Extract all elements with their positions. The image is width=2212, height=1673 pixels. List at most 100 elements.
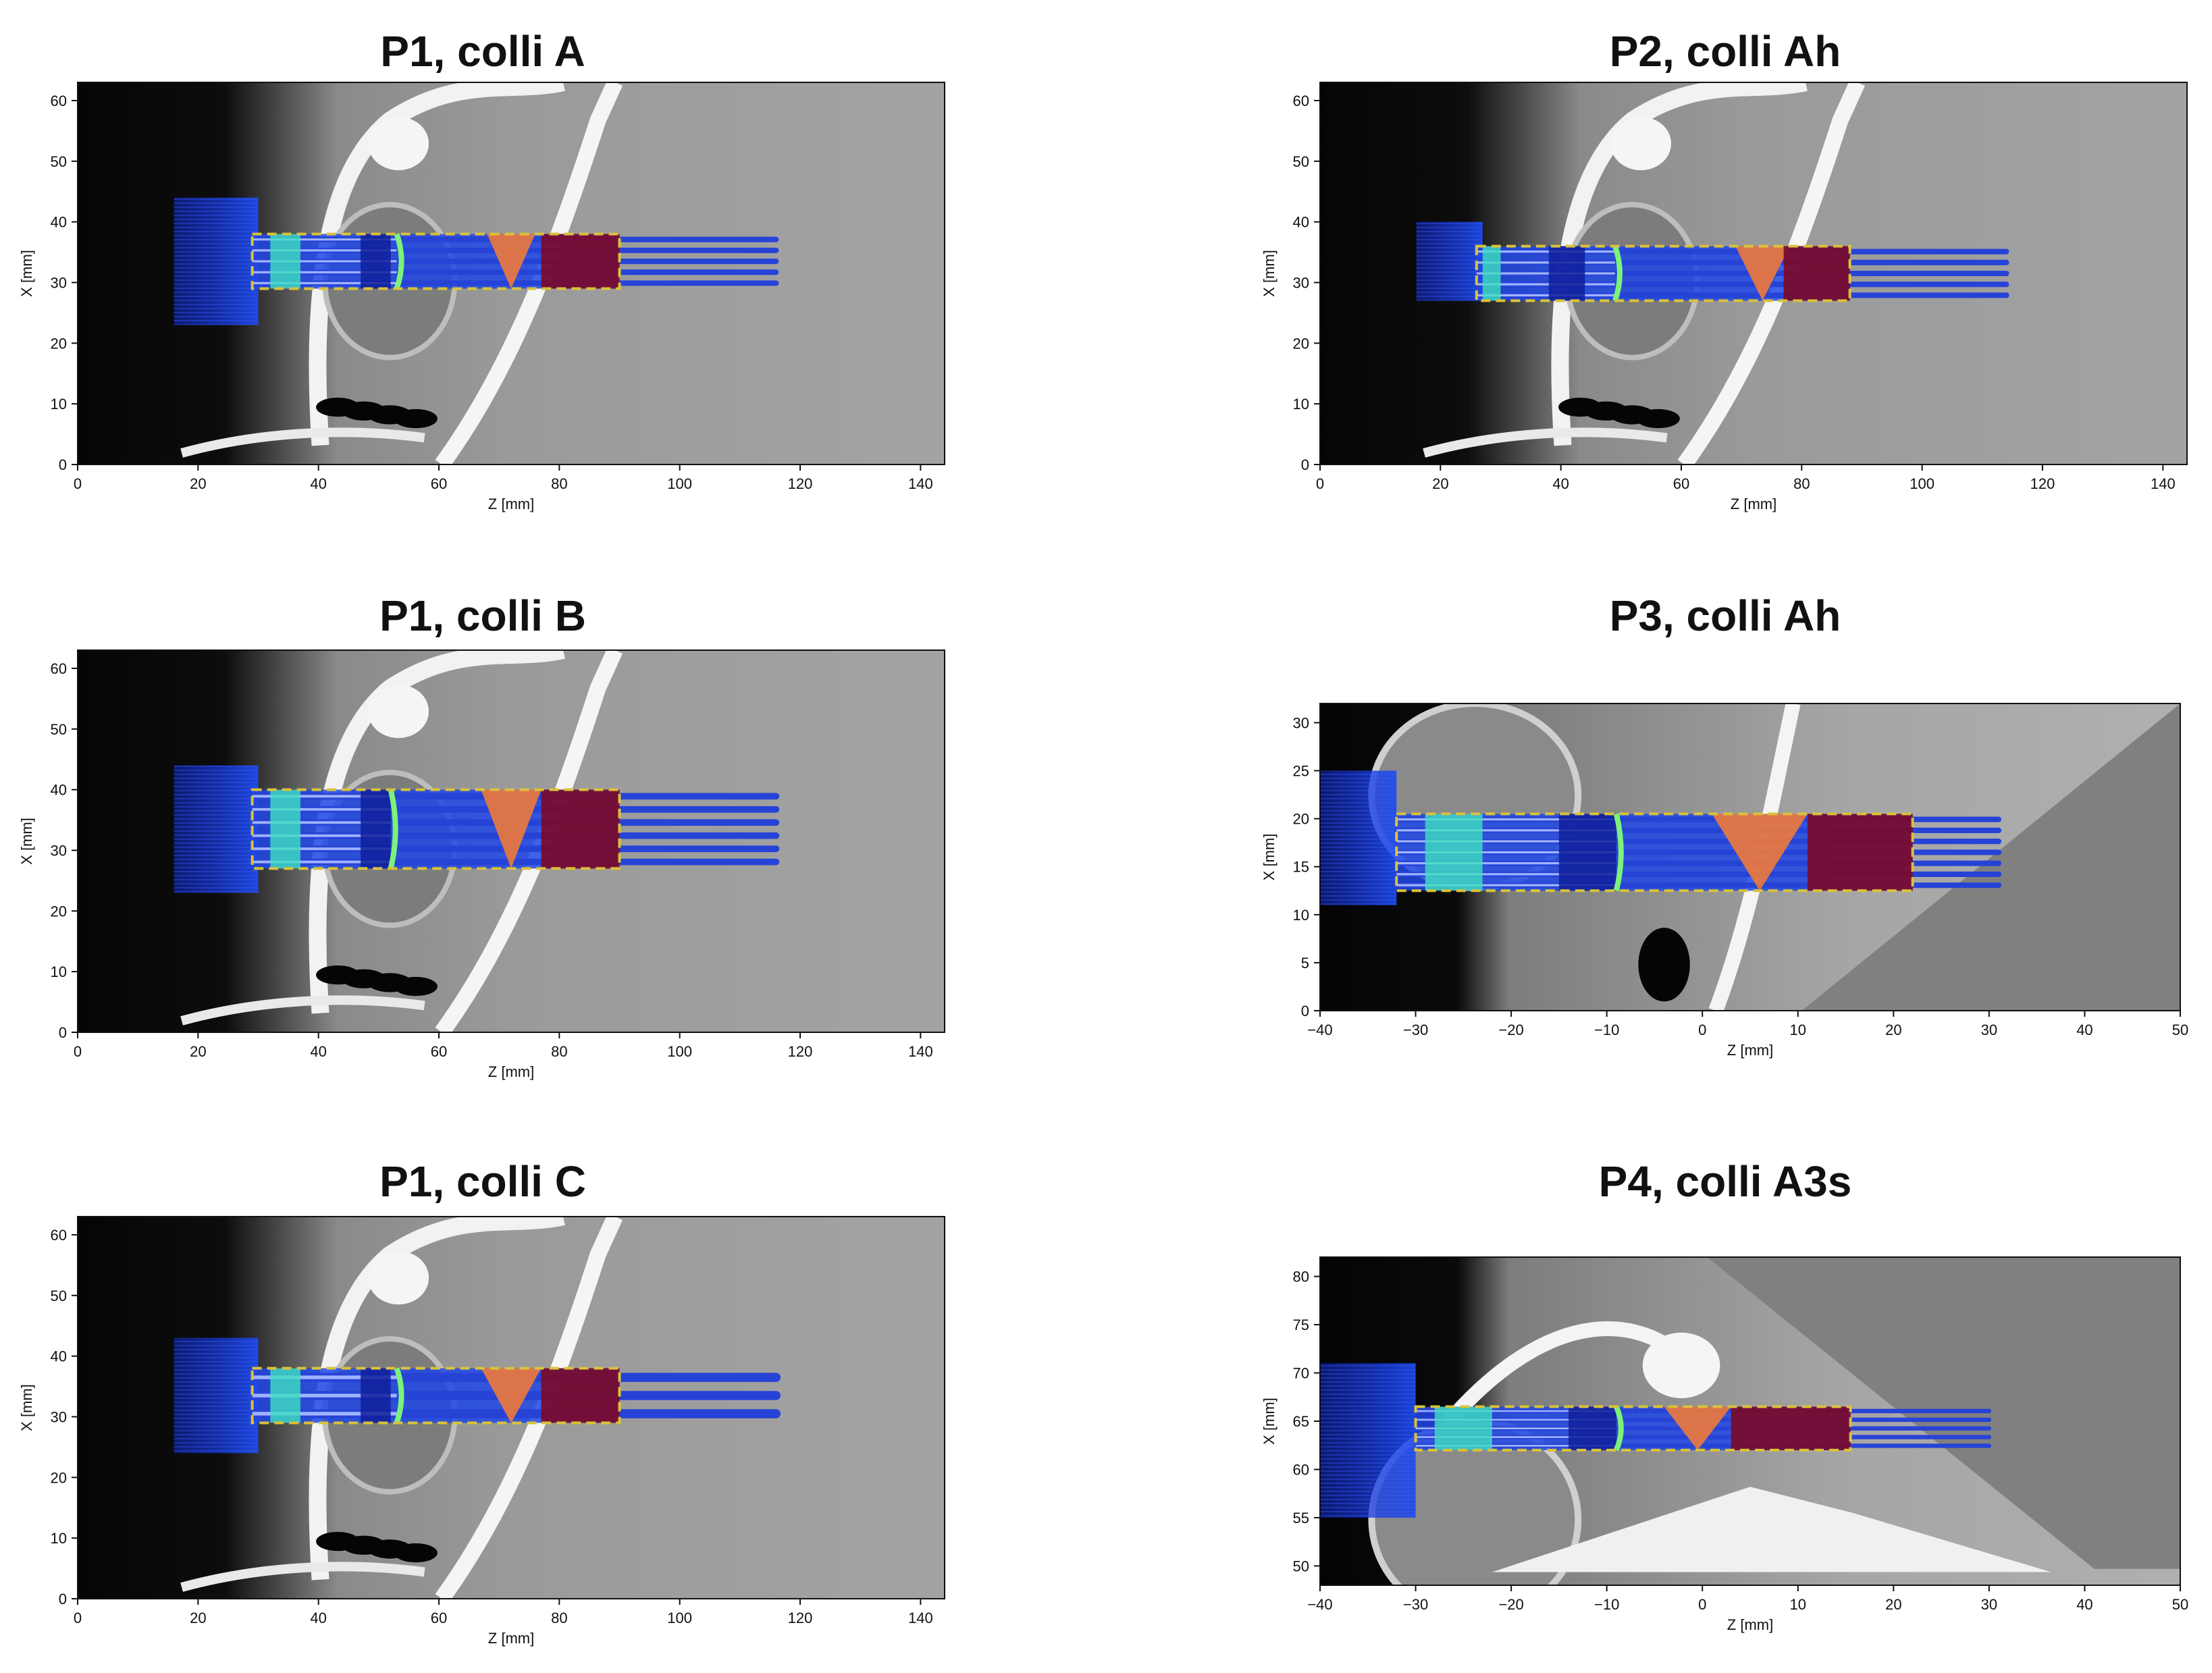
dose-overlay	[174, 197, 779, 325]
y-axis-label: X [mm]	[18, 250, 35, 297]
bone-floor	[180, 995, 425, 1026]
x-tick-label: 10	[1790, 1596, 1806, 1613]
dose-high-region	[1712, 814, 1808, 891]
x-tick-label: −40	[1307, 1596, 1332, 1613]
x-tick-label: 120	[788, 475, 813, 492]
x-tick-label: 60	[431, 1043, 447, 1060]
bone-floor	[1423, 427, 1668, 458]
target-box	[1475, 244, 1851, 302]
dose-contour-ring	[394, 1367, 404, 1424]
x-tick-label: 60	[431, 1610, 447, 1626]
x-tick-label: 20	[190, 1610, 206, 1626]
dose-contour-ring	[1612, 245, 1623, 302]
x-tick-label: 0	[74, 1610, 82, 1626]
y-tick-label: 40	[51, 782, 67, 799]
x-tick-label: 30	[1981, 1596, 1997, 1613]
y-axis-label: X [mm]	[18, 818, 35, 865]
x-tick-label: −10	[1594, 1596, 1619, 1613]
sinus-cavity	[1636, 408, 1680, 429]
x-tick-label: 80	[551, 1043, 567, 1060]
x-tick-label: 40	[2076, 1596, 2092, 1613]
ct-image	[1320, 1257, 2180, 1585]
ct-image	[78, 650, 945, 1032]
dose-mid-region	[1482, 246, 1501, 301]
y-tick-label: 0	[1301, 1003, 1309, 1019]
y-tick-label: 60	[51, 660, 67, 677]
bone-floor	[180, 1562, 425, 1592]
y-axis-label: X [mm]	[18, 1384, 35, 1431]
y-tick-label: 30	[51, 1408, 67, 1425]
beam-entrance-noise	[174, 1337, 259, 1454]
dose-contour-ring	[388, 789, 398, 870]
x-tick-label: 0	[1698, 1021, 1706, 1038]
dose-overlay	[174, 1337, 781, 1454]
dose-high-region	[487, 234, 535, 289]
ct-image	[1320, 703, 2180, 1011]
panel-title: P1, colli C	[379, 1157, 586, 1206]
x-tick-label: 120	[788, 1043, 813, 1060]
bone-spot	[368, 116, 429, 171]
dose-contour-ring	[1613, 813, 1624, 892]
y-tick-label: 20	[1293, 335, 1309, 352]
x-tick-label: 0	[74, 1043, 82, 1060]
dose-max-region	[1783, 246, 1850, 301]
y-tick-label: 50	[1293, 153, 1309, 170]
beam-entrance-noise	[1320, 1363, 1416, 1518]
sinus-cavity	[1638, 928, 1690, 1002]
dose-overlay	[174, 765, 780, 893]
y-tick-label: 20	[51, 903, 67, 920]
x-tick-label: 40	[310, 1610, 326, 1626]
y-tick-label: 15	[1293, 859, 1309, 876]
y-tick-label: 20	[51, 335, 67, 352]
y-tick-label: 60	[51, 1227, 67, 1244]
target-box	[251, 788, 621, 870]
x-axis-label: Z [mm]	[488, 1630, 534, 1647]
dose-mid-region	[270, 234, 300, 289]
x-tick-label: 40	[310, 1043, 326, 1060]
dose-high-region	[1735, 246, 1790, 301]
x-tick-label: 40	[1552, 475, 1569, 492]
dose-contour-ring	[1614, 1405, 1624, 1452]
dose-high-region	[481, 1368, 542, 1423]
x-tick-label: 60	[431, 475, 447, 492]
y-tick-label: 30	[1293, 714, 1309, 731]
dose-overlay	[1416, 221, 2009, 302]
x-tick-label: 30	[1981, 1021, 1997, 1038]
x-axis-label: Z [mm]	[1727, 1042, 1773, 1059]
dose-low-region	[1548, 246, 1585, 301]
x-tick-label: 120	[788, 1610, 813, 1626]
bone-contour	[1443, 1321, 1687, 1427]
x-tick-label: 20	[190, 475, 206, 492]
x-axis-label: Z [mm]	[1731, 496, 1776, 512]
x-tick-label: −30	[1403, 1596, 1428, 1613]
x-tick-label: −30	[1403, 1021, 1428, 1038]
y-tick-label: 30	[51, 842, 67, 859]
target-box	[251, 1366, 621, 1425]
beam-entrance-noise	[174, 765, 259, 893]
beam-entrance-noise	[1416, 221, 1483, 301]
y-tick-label: 75	[1293, 1317, 1309, 1333]
y-tick-label: 50	[51, 153, 67, 170]
x-tick-label: −20	[1498, 1021, 1523, 1038]
dose-max-region	[1807, 814, 1913, 891]
bone-spot	[1642, 1332, 1720, 1398]
y-tick-label: 10	[1293, 396, 1309, 413]
x-tick-label: 0	[1698, 1596, 1706, 1613]
x-axis-label: Z [mm]	[488, 1063, 534, 1080]
x-tick-label: 100	[667, 475, 692, 492]
x-tick-label: 0	[74, 475, 82, 492]
out-of-volume-region	[1801, 703, 2180, 1011]
y-axis-label: X [mm]	[1261, 834, 1278, 881]
dose-max-region	[541, 789, 620, 869]
panel-title: P3, colli Ah	[1610, 591, 1841, 640]
y-tick-label: 0	[59, 1024, 67, 1041]
target-box	[1395, 812, 1914, 893]
dose-low-region	[1569, 1406, 1616, 1450]
y-tick-label: 25	[1293, 763, 1309, 780]
